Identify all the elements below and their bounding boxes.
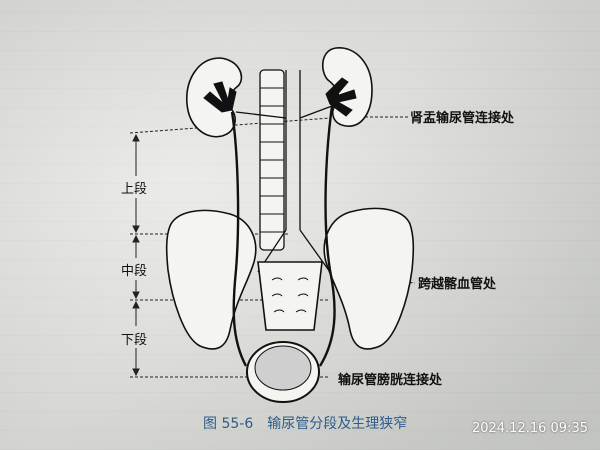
upper-segment-label: 上段: [121, 182, 148, 197]
left-ureter: [230, 111, 248, 367]
right-renal-calyces: [325, 77, 357, 117]
sacral-foramina: [271, 277, 309, 313]
spine: [259, 69, 285, 251]
figure-number: 图 55-6: [203, 416, 254, 432]
middle-segment-label: 中段: [121, 264, 148, 279]
left-renal-calyces: [203, 81, 237, 113]
renal-pelvis: [203, 77, 357, 117]
ureters: [230, 105, 336, 367]
pelvi-ureteric-junction-label: 肾盂输尿管连接处: [410, 111, 515, 126]
lower-segment-label: 下段: [121, 333, 148, 348]
sacrum: [257, 261, 323, 331]
iliac-vessel-crossing-label: 跨越髂血管处: [418, 277, 497, 292]
bladder: [246, 341, 320, 403]
right-iliac-bone: [323, 207, 415, 350]
segment-bracket: [132, 133, 140, 377]
figure-title: 输尿管分段及生理狭窄: [267, 416, 408, 432]
figure-caption: 图 55-6 输尿管分段及生理狭窄: [203, 413, 421, 433]
pelvis: [165, 207, 415, 350]
ureterovesical-junction-label: 输尿管膀胱连接处: [338, 373, 443, 388]
left-iliac-bone: [165, 209, 257, 350]
right-ureter: [318, 105, 336, 367]
photo-timestamp: 2024.12.16 09:35: [471, 421, 588, 436]
